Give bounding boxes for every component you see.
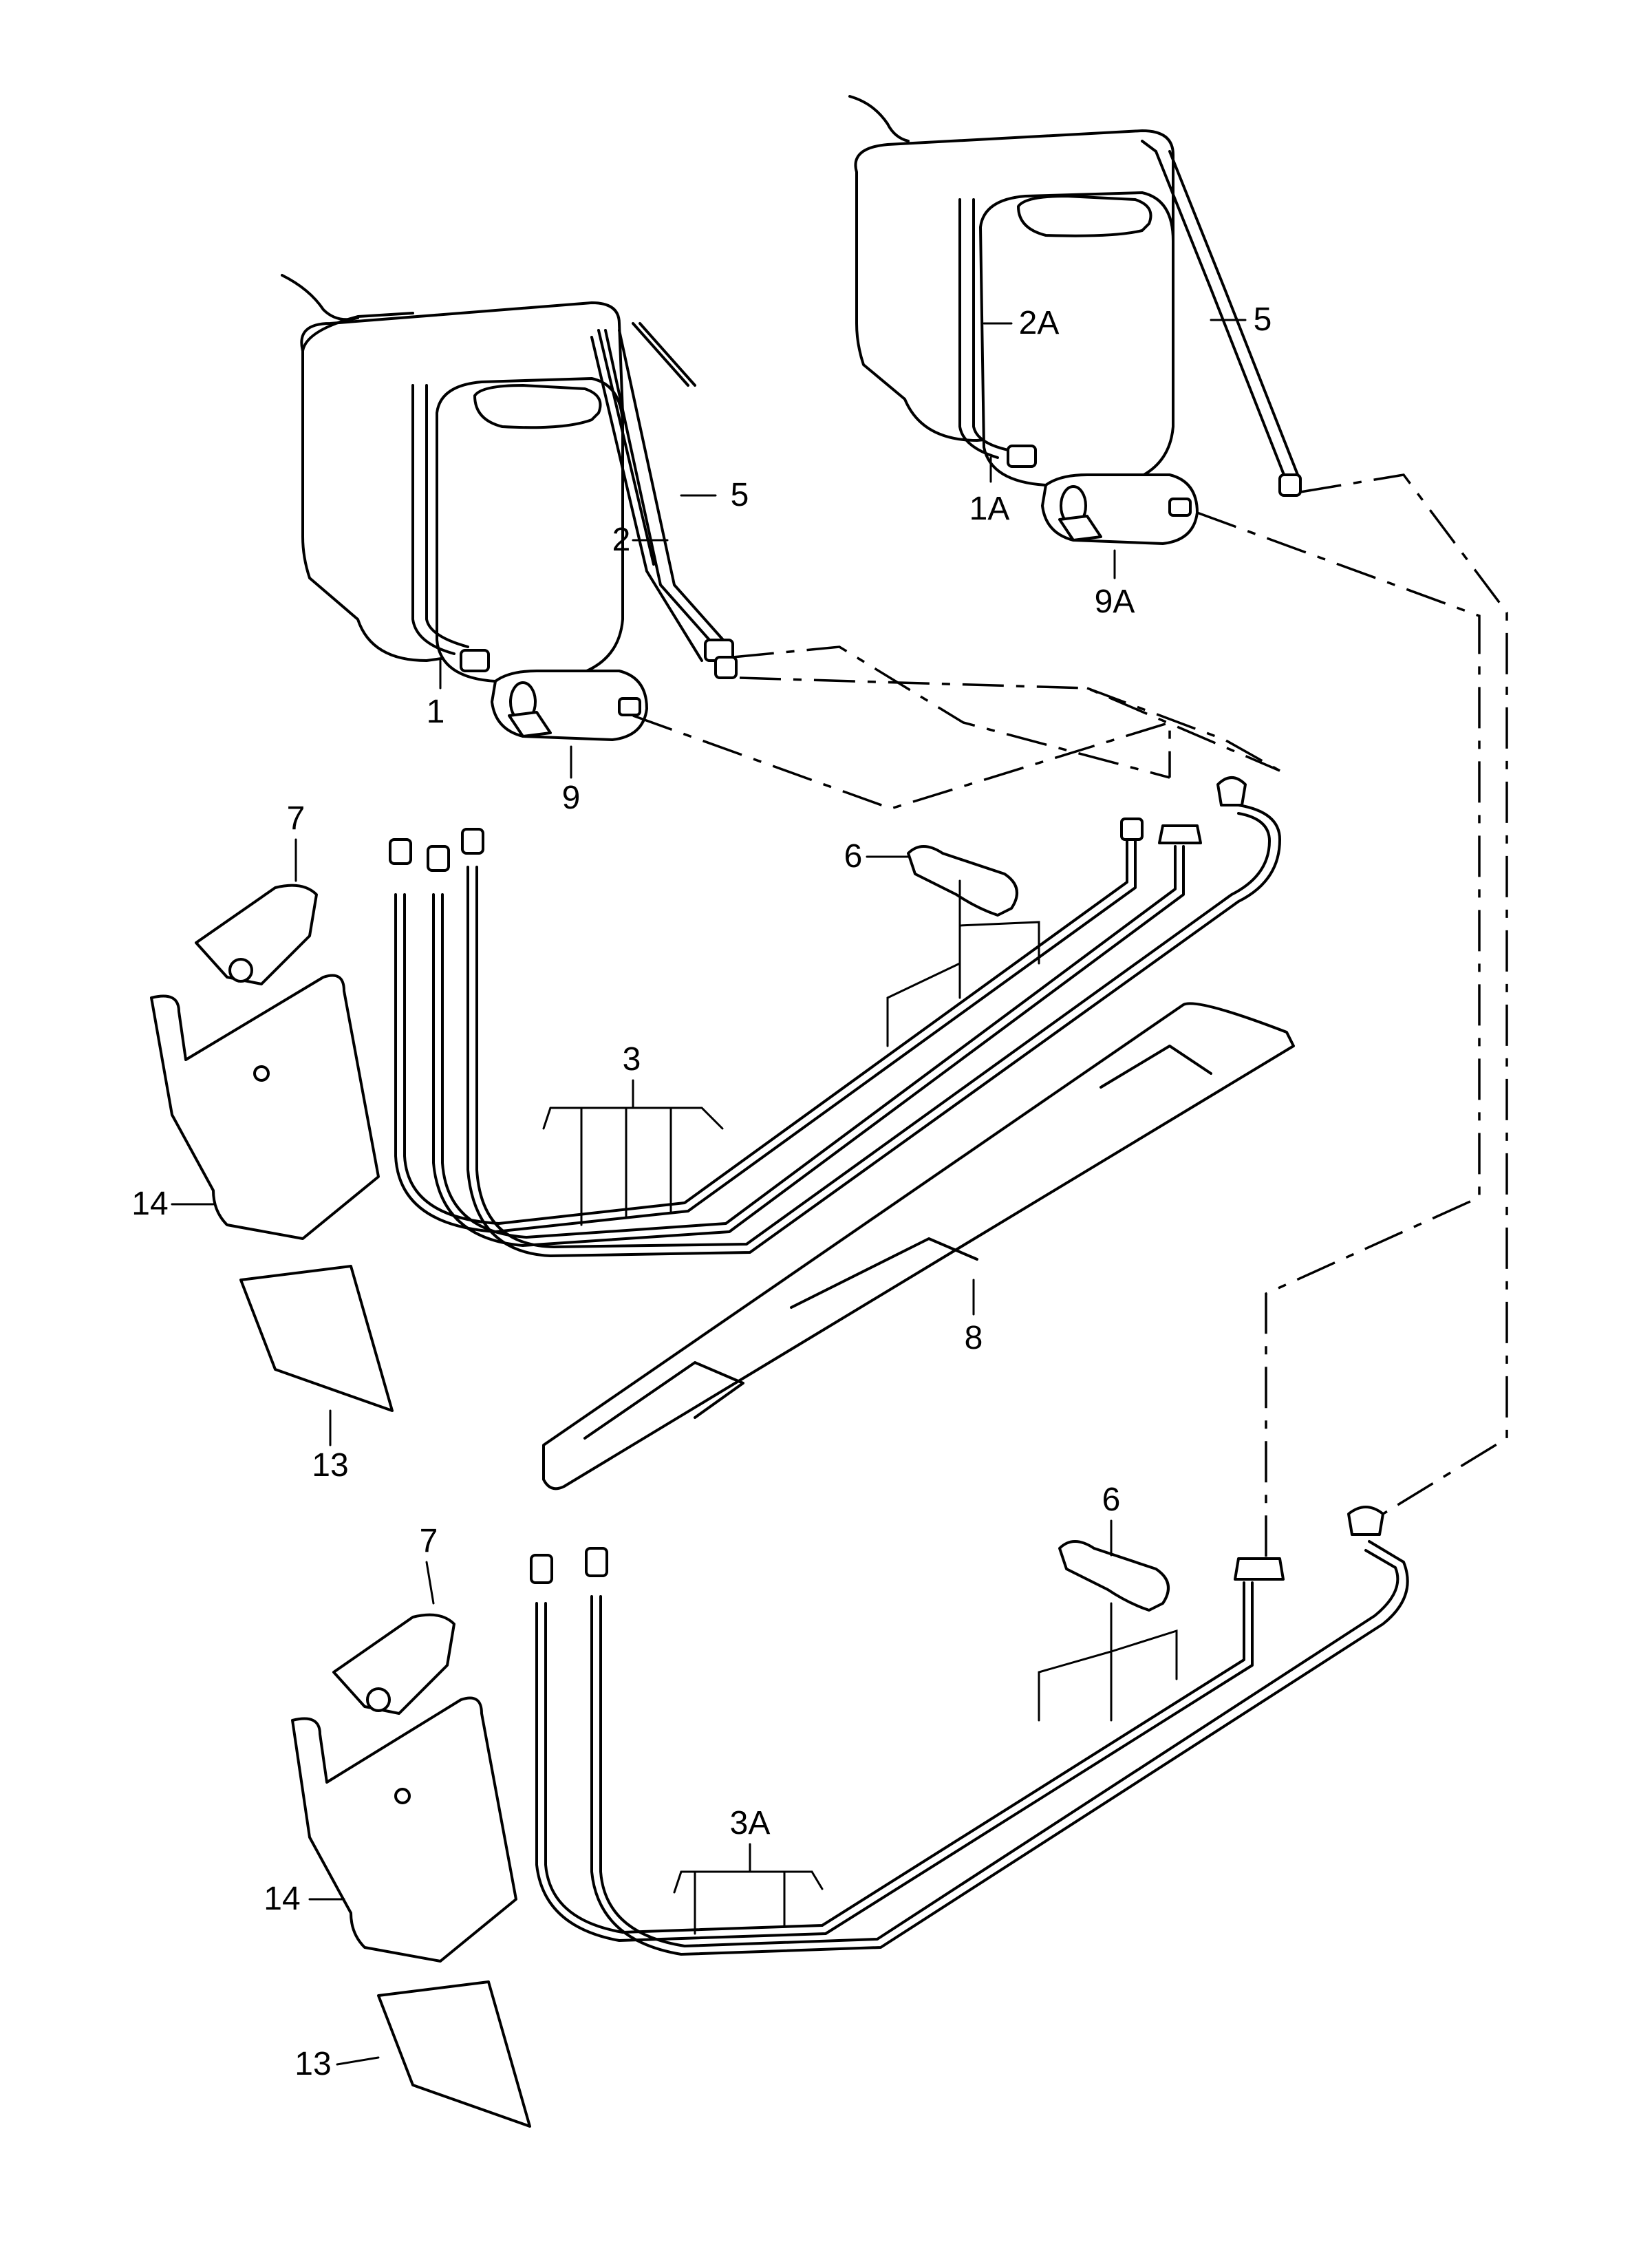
callout-6-upper: 6 bbox=[844, 838, 863, 875]
clip-part-6-lower bbox=[1058, 1540, 1170, 1612]
guard-part-13-upper bbox=[239, 1265, 394, 1412]
fuel-lines-upper bbox=[389, 776, 1281, 1257]
clip-part-7-upper bbox=[195, 884, 318, 985]
bracket-part-8 bbox=[542, 1002, 1295, 1490]
callout-7-lower: 7 bbox=[420, 1523, 438, 1559]
callout-13-lower: 13 bbox=[294, 2046, 331, 2082]
callout-9a: 9A bbox=[1095, 584, 1135, 620]
callout-7-upper: 7 bbox=[287, 800, 305, 837]
tank-assembly-left bbox=[281, 274, 738, 741]
callout-14-lower: 14 bbox=[264, 1881, 300, 1917]
fuel-lines-lower bbox=[530, 1506, 1409, 1956]
tank-assembly-right bbox=[848, 95, 1302, 545]
callout-3a: 3A bbox=[730, 1805, 771, 1841]
callout-labels: 1 2 5 9 1A 2A 5 9A 7 6 3 8 14 13 7 6 3A … bbox=[131, 301, 1272, 2082]
clip-part-6-upper bbox=[907, 845, 1018, 917]
callout-5-left: 5 bbox=[731, 477, 749, 513]
callout-14-upper: 14 bbox=[131, 1186, 168, 1222]
connection-lines bbox=[632, 473, 1508, 1562]
callout-5-right: 5 bbox=[1254, 301, 1272, 338]
guard-part-13-lower bbox=[377, 1980, 531, 2128]
callout-1a: 1A bbox=[969, 491, 1010, 527]
callout-13-upper: 13 bbox=[312, 1447, 348, 1484]
callout-2: 2 bbox=[612, 522, 631, 558]
callout-9: 9 bbox=[562, 780, 581, 816]
callout-6-lower: 6 bbox=[1102, 1482, 1121, 1518]
callout-8: 8 bbox=[965, 1320, 983, 1356]
leader-lines bbox=[171, 319, 1247, 2066]
callout-3: 3 bbox=[623, 1041, 641, 1078]
guard-part-14-lower bbox=[291, 1696, 517, 1963]
callout-1: 1 bbox=[427, 694, 445, 730]
guard-part-14-upper bbox=[150, 974, 380, 1240]
clip-part-7-lower bbox=[332, 1613, 455, 1715]
callout-2a: 2A bbox=[1019, 305, 1060, 341]
